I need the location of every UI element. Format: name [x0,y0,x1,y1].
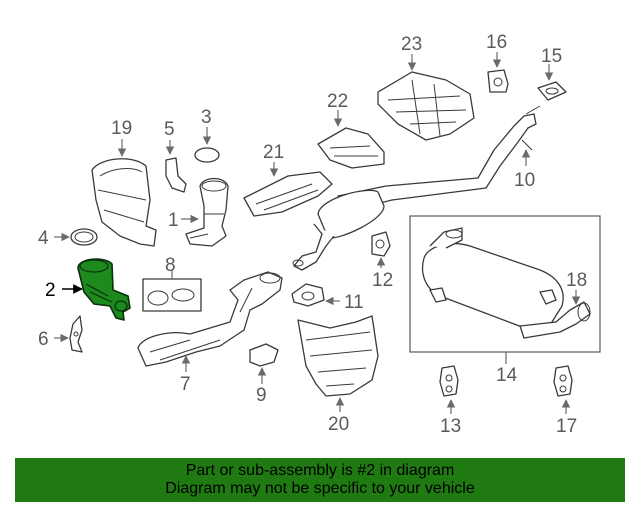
callout-20: 20 [328,414,349,435]
part-22-heat-shield[interactable] [317,127,385,169]
callout-8: 8 [165,255,176,276]
callout-22: 22 [327,91,348,112]
callout-13: 13 [440,416,461,437]
banner-line-2: Diagram may not be specific to your vehi… [165,480,475,497]
part-6-gasket[interactable] [69,315,83,353]
part-4-gasket[interactable] [70,228,98,246]
callout-17: 17 [556,416,577,437]
callout-9: 9 [256,385,267,406]
part-12-insulator[interactable] [371,231,391,257]
part-17-hanger[interactable] [553,365,573,397]
callout-2: 2 [45,280,56,301]
callout-6: 6 [38,329,49,350]
callout-4: 4 [38,228,49,249]
callout-15: 15 [541,46,562,67]
callout-10: 10 [514,170,535,191]
callout-11: 11 [344,292,364,313]
callout-3: 3 [201,107,212,128]
part-info-banner: Part or sub-assembly is #2 in diagram Di… [15,458,625,502]
part-8-gasket-set[interactable] [142,278,202,312]
exhaust-parts-diagram: 2 4 6 19 5 3 1 8 [38,32,601,437]
part-16-hanger[interactable] [487,69,509,93]
part-11-gasket[interactable] [291,283,325,307]
part-2-catalytic-converter[interactable] [77,258,131,321]
callout-21: 21 [263,142,284,163]
callout-16: 16 [486,32,507,53]
part-9-bracket[interactable] [249,343,279,367]
callout-14: 14 [496,365,518,386]
part-13-hanger[interactable] [439,365,459,397]
callout-7: 7 [180,374,191,395]
part-21-heat-shield[interactable] [243,171,333,217]
callout-5: 5 [164,119,175,140]
part-5-bracket[interactable] [165,157,187,193]
part-1-manifold-converter[interactable] [185,177,229,247]
callout-1: 1 [168,210,179,231]
banner-line-1: Part or sub-assembly is #2 in diagram [185,462,455,479]
part-7-front-pipe[interactable] [137,271,283,367]
part-3-gasket[interactable] [194,147,220,163]
part-14-muffler-assembly[interactable] [409,215,601,353]
callout-12: 12 [372,270,393,291]
callout-18: 18 [566,270,587,291]
part-20-heat-shield[interactable] [297,315,379,397]
part-23-heat-shield[interactable] [377,71,475,141]
part-19-heat-shield[interactable] [91,158,157,247]
callout-23: 23 [401,34,422,55]
part-10-center-pipe[interactable] [292,105,541,271]
part-15-gasket[interactable] [537,81,567,101]
callout-19: 19 [111,118,132,139]
